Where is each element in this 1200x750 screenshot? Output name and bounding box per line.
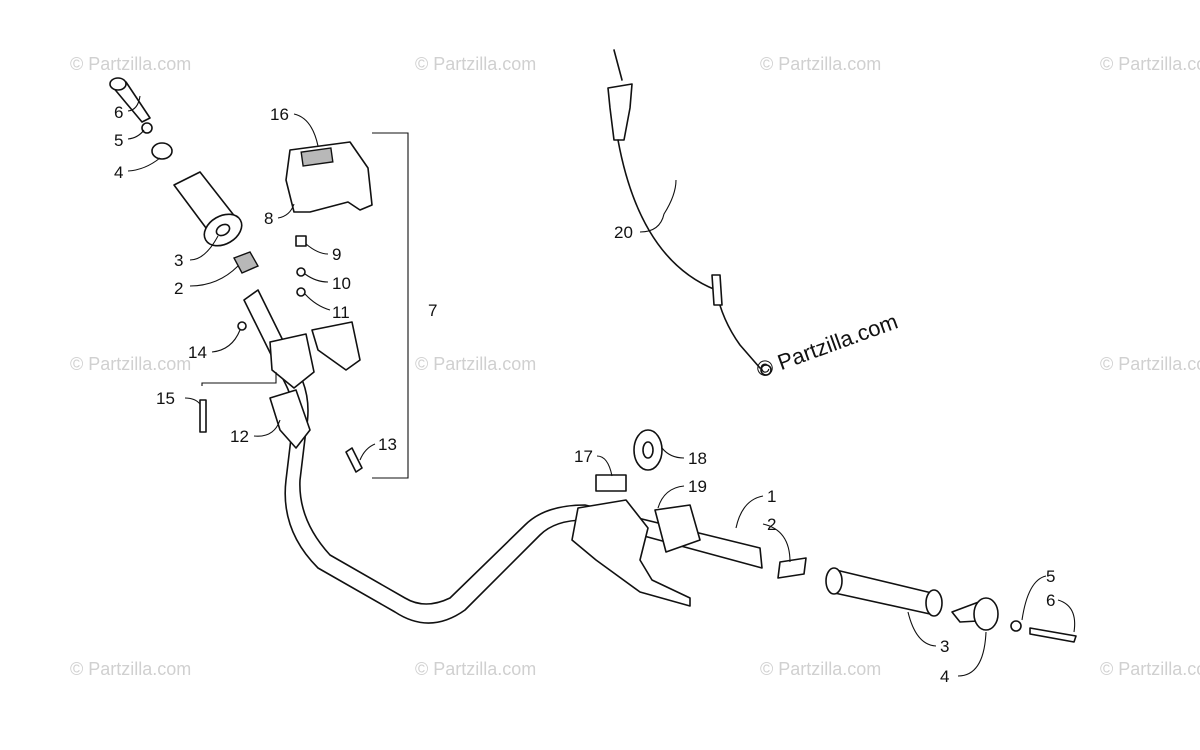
callout-2-left: 2 (174, 279, 183, 298)
callout-12: 12 (230, 427, 249, 446)
callout-4-right: 4 (940, 667, 949, 686)
callout-3-right: 3 (940, 637, 949, 656)
watermark: © Partzilla.com (760, 659, 881, 679)
callout-1: 1 (767, 487, 776, 506)
leader-lines (127, 95, 1076, 677)
callout-5-right: 5 (1046, 567, 1055, 586)
watermark: © Partzilla.com (415, 54, 536, 74)
watermark-layer: © Partzilla.com © Partzilla.com © Partzi… (70, 54, 1200, 679)
watermark: © Partzilla.com (70, 354, 191, 374)
watermark: © Partzilla.com (1100, 54, 1200, 74)
callout-19: 19 (688, 477, 707, 496)
callout-13: 13 (378, 435, 397, 454)
callout-3-left: 3 (174, 251, 183, 270)
callout-14: 14 (188, 343, 207, 362)
watermark: © Partzilla.com (70, 659, 191, 679)
callout-17: 17 (574, 447, 593, 466)
callout-6-left: 6 (114, 103, 123, 122)
watermark: © Partzilla.com (1100, 659, 1200, 679)
watermark: © Partzilla.com (415, 659, 536, 679)
switch-housing (199, 141, 373, 473)
watermark: © Partzilla.com (415, 354, 536, 374)
group-bracket-7 (372, 132, 409, 479)
callout-9: 9 (332, 245, 341, 264)
callout-2-right: 2 (767, 515, 776, 534)
callout-labels: 6 5 4 3 2 16 8 9 10 11 7 14 15 12 13 20 … (114, 103, 1055, 686)
callout-7: 7 (428, 301, 437, 320)
callout-6-right: 6 (1046, 591, 1055, 610)
watermark: © Partzilla.com (70, 54, 191, 74)
kill-switch-cable (607, 49, 772, 376)
callout-10: 10 (332, 274, 351, 293)
left-grip-assembly (109, 77, 259, 274)
callout-5-left: 5 (114, 131, 123, 150)
throttle-assembly (571, 429, 1077, 643)
callout-8: 8 (264, 209, 273, 228)
watermark: © Partzilla.com (760, 54, 881, 74)
callout-20: 20 (614, 223, 633, 242)
watermark-main: © Partzilla.com (753, 309, 901, 383)
callout-18: 18 (688, 449, 707, 468)
callout-15: 15 (156, 389, 175, 408)
callout-11: 11 (332, 303, 350, 322)
callout-16: 16 (270, 105, 289, 124)
callout-4-left: 4 (114, 163, 123, 182)
watermark: © Partzilla.com (1100, 354, 1200, 374)
